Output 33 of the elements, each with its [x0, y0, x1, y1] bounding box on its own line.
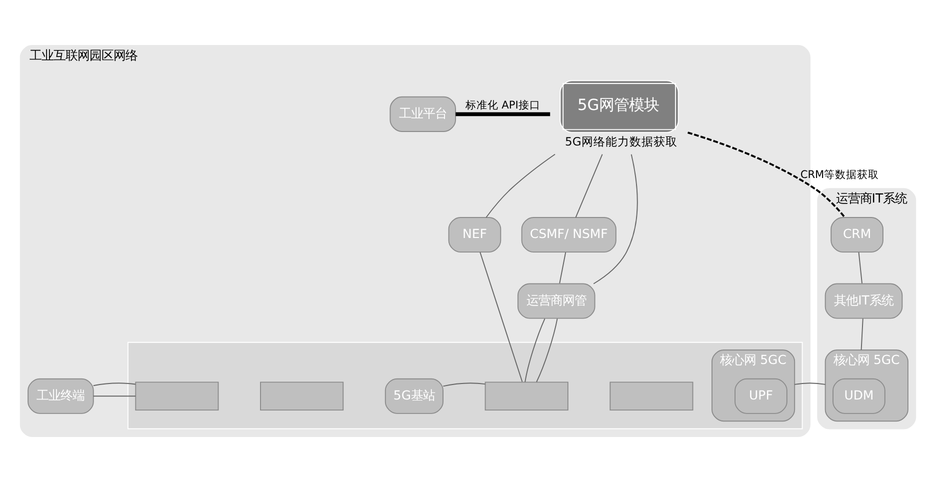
node-box	[484, 382, 568, 411]
connector	[486, 154, 556, 218]
node-box: 其他IT系统	[824, 283, 903, 319]
connector	[575, 154, 603, 218]
connector	[593, 154, 638, 284]
node-box	[610, 382, 694, 411]
node-box: CSMF/ NSMF	[521, 216, 616, 253]
connector	[559, 252, 566, 284]
connector	[860, 318, 864, 350]
connector	[456, 112, 550, 116]
node-box: UPF	[734, 378, 788, 414]
connector	[794, 382, 826, 385]
node-box: 运营商网管	[517, 283, 596, 319]
connector	[536, 318, 558, 382]
connector	[524, 318, 546, 382]
node-box: CRM	[830, 216, 884, 253]
node-box: 5G基站	[384, 378, 444, 414]
node-box: 工业平台	[390, 96, 456, 132]
node-box	[260, 382, 344, 411]
node-box: NEF	[448, 216, 502, 253]
connector	[480, 252, 523, 382]
cluster	[127, 342, 803, 430]
connector	[92, 396, 136, 397]
connector	[92, 382, 136, 386]
node-box: UDM	[832, 378, 886, 414]
edge-label: CRM等数据获取	[800, 168, 880, 181]
connector	[688, 132, 846, 218]
node-box: 工业终端	[28, 378, 94, 414]
node-box	[135, 382, 219, 411]
connector	[858, 252, 862, 284]
edge-label: 标准化 API接口	[465, 99, 540, 112]
connector	[442, 382, 486, 387]
node-label: 5G网络能力数据获取	[565, 134, 678, 149]
